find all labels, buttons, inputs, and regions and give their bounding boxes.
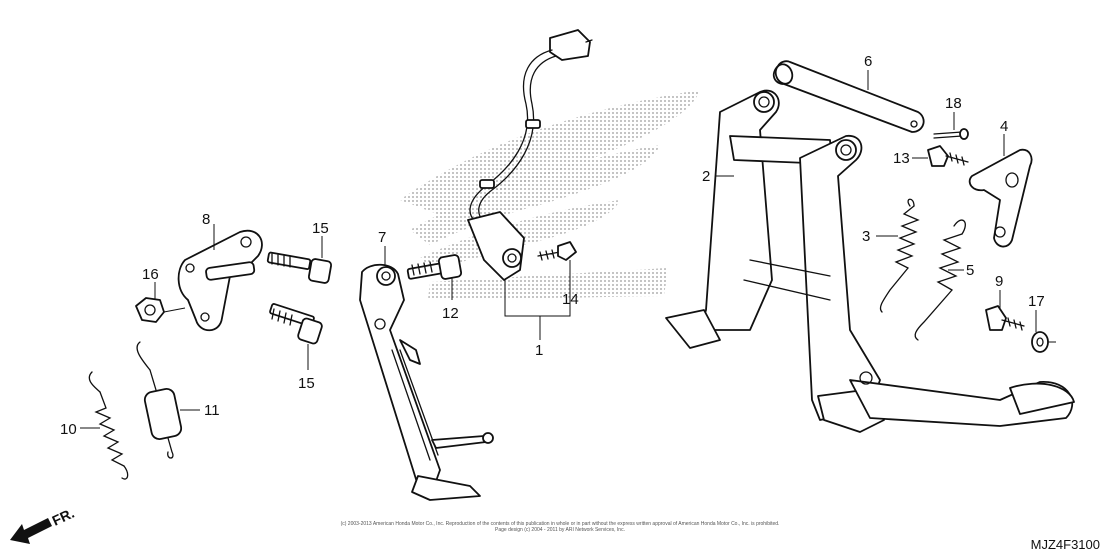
callout-13[interactable]: 13 — [893, 150, 910, 167]
part-9-collar-bolt[interactable] — [985, 305, 1025, 331]
callout-2[interactable]: 2 — [702, 168, 710, 185]
part-13-bolt[interactable] — [927, 145, 969, 167]
callout-11[interactable]: 11 — [204, 402, 220, 419]
part-1-side-stand-switch[interactable] — [467, 29, 593, 281]
part-15-bolt-upper[interactable] — [266, 251, 333, 284]
callout-leader-lines — [80, 70, 1037, 429]
copyright-line-1: (c) 2003-2013 American Honda Motor Co., … — [340, 521, 780, 527]
callout-16[interactable]: 16 — [142, 266, 159, 283]
part-14-screw[interactable] — [537, 241, 577, 261]
callout-15-upper[interactable]: 15 — [312, 220, 329, 237]
callout-14[interactable]: 14 — [562, 291, 579, 308]
callout-18[interactable]: 18 — [945, 95, 962, 112]
diagram-code: MJZ4F3100 — [1030, 537, 1100, 552]
part-8-bracket[interactable] — [177, 229, 263, 332]
callout-10[interactable]: 10 — [60, 421, 77, 438]
callout-6[interactable]: 6 — [864, 53, 872, 70]
front-arrow-icon — [10, 518, 52, 544]
callout-labels: 1 2 3 4 5 6 7 8 9 10 11 12 13 14 15 15 1… — [60, 53, 1045, 438]
front-direction-indicator: FR. — [10, 505, 77, 544]
callout-15-lower[interactable]: 15 — [298, 375, 315, 392]
direction-label: FR. — [50, 505, 77, 529]
callout-5[interactable]: 5 — [966, 262, 974, 279]
callout-9[interactable]: 9 — [995, 273, 1003, 290]
copyright-notice: (c) 2003-2013 American Honda Motor Co., … — [300, 521, 820, 533]
copyright-line-2: Page design (c) 2004 - 2011 by ARI Netwo… — [495, 527, 625, 533]
part-2-main-stand[interactable] — [665, 89, 1075, 433]
part-6-pivot-shaft[interactable] — [772, 60, 925, 133]
callout-8[interactable]: 8 — [202, 211, 210, 228]
part-7-side-stand[interactable] — [359, 263, 494, 501]
callout-4[interactable]: 4 — [1000, 118, 1008, 135]
callout-3[interactable]: 3 — [862, 228, 870, 245]
part-4-plate[interactable] — [968, 148, 1033, 248]
part-16-flange-nut[interactable] — [135, 297, 186, 323]
callout-17[interactable]: 17 — [1028, 293, 1045, 310]
callout-1[interactable]: 1 — [535, 342, 543, 359]
callout-12[interactable]: 12 — [442, 305, 459, 322]
part-3-spring[interactable] — [879, 198, 920, 313]
part-15-bolt-lower[interactable] — [269, 303, 323, 345]
part-10-spring[interactable] — [88, 371, 129, 480]
callout-7[interactable]: 7 — [378, 229, 386, 246]
part-12-pivot-bolt[interactable] — [406, 254, 463, 280]
part-11-spring[interactable] — [136, 341, 183, 459]
part-18-cotter-pin[interactable] — [933, 128, 969, 140]
part-5-spring[interactable] — [914, 219, 966, 341]
part-17-washer[interactable] — [1031, 331, 1056, 353]
